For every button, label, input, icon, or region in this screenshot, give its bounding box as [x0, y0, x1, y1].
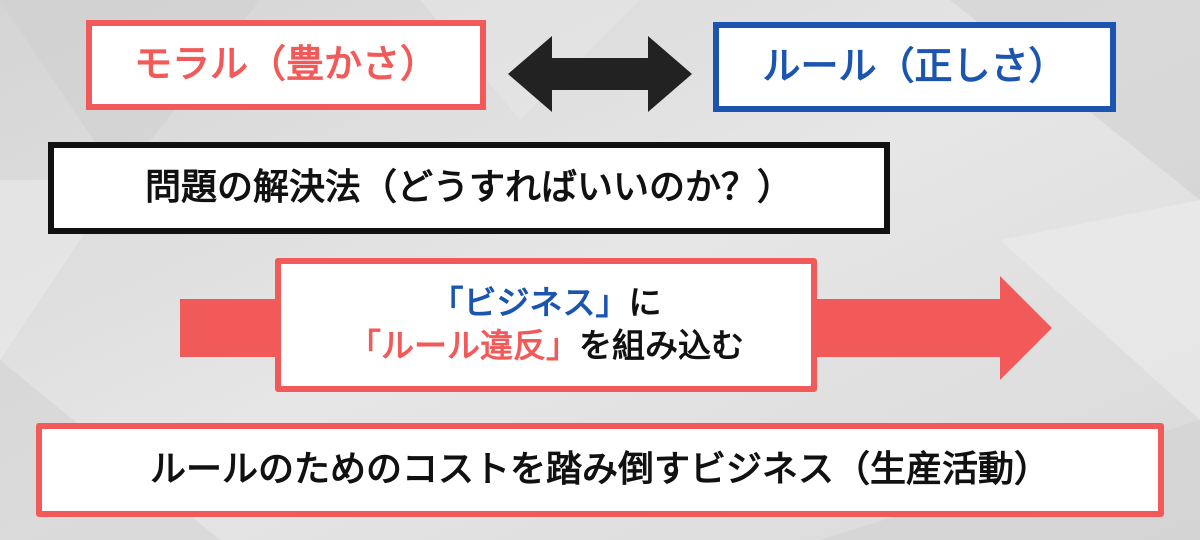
cost-box: ルールのためのコストを踏み倒すビジネス（生産活動）: [36, 423, 1164, 517]
problem-box: 問題の解決法（どうすればいいのか？）: [48, 142, 890, 234]
business-line-1-rest: に: [628, 283, 662, 323]
cost-label: ルールのためのコストを踏み倒すビジネス（生産活動）: [149, 448, 1050, 490]
rule-label: ルール（正しさ）: [762, 44, 1067, 89]
rule-violation-highlight: 「ルール違反」: [348, 326, 579, 365]
business-highlight: 「ビジネス」: [430, 283, 629, 323]
business-line-1: 「ビジネス」に: [431, 282, 662, 325]
double-headed-arrow-icon: [508, 36, 692, 112]
business-box: 「ビジネス」に 「ルール違反」を組み込む: [275, 258, 817, 392]
business-line-2-rest: を組み込む: [579, 326, 744, 365]
moral-label: モラル（豊かさ）: [133, 42, 438, 87]
problem-label: 問題の解決法（どうすればいいのか？）: [144, 166, 793, 208]
business-line-2: 「ルール違反」を組み込む: [348, 325, 744, 368]
rule-box: ルール（正しさ）: [713, 22, 1116, 112]
moral-box: モラル（豊かさ）: [86, 20, 486, 110]
